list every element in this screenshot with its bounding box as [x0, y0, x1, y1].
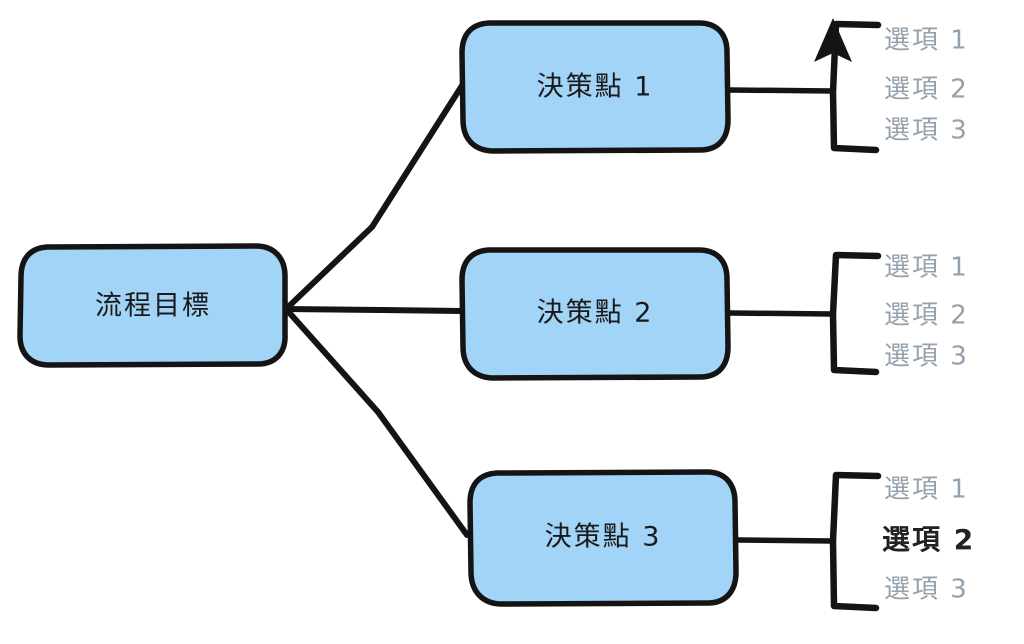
branch-1-bracket — [829, 20, 882, 154]
connector-root-to-branch-3 — [283, 306, 470, 538]
option-item[interactable]: 選項 2 — [884, 301, 969, 331]
branch-2-stem — [727, 310, 836, 317]
branch-2-node-shape — [459, 247, 731, 381]
root-node-shape — [17, 243, 288, 368]
option-item[interactable]: 選項 1 — [884, 475, 969, 505]
root-node[interactable]: 流程目標 — [17, 243, 288, 368]
branch-1-node-shape — [459, 20, 731, 154]
branch-3-node-label: 決策點 3 — [545, 522, 662, 553]
option-item[interactable]: 選項 1 — [884, 26, 969, 56]
branch-1-node-label: 決策點 1 — [537, 72, 654, 103]
branch-1-group: 決策點 1 選項 1 選項 2 選項 3 — [459, 18, 969, 154]
branch-3-node[interactable]: 決策點 3 — [467, 469, 739, 607]
branch-2-options: 選項 1 選項 2 選項 3 — [884, 253, 969, 372]
option-item[interactable]: 選項 3 — [884, 575, 969, 605]
option-item[interactable]: 選項 2 — [884, 75, 969, 105]
root-connectors — [283, 81, 470, 538]
branch-3-bracket — [829, 471, 882, 612]
branch-1-options: 選項 1 選項 2 選項 3 — [884, 26, 969, 146]
branch-1-arrow-icon — [814, 18, 852, 62]
branch-3-group: 決策點 3 選項 1 選項 2 選項 3 — [467, 469, 975, 612]
branch-3-stem — [735, 537, 836, 544]
branch-3-node-shape — [467, 469, 739, 607]
option-item[interactable]: 選項 1 — [884, 253, 969, 283]
branch-2-group: 決策點 2 選項 1 選項 2 選項 3 — [459, 247, 969, 381]
branch-2-node[interactable]: 決策點 2 — [459, 247, 731, 381]
branch-2-node-label: 決策點 2 — [537, 298, 654, 329]
branch-3-options: 選項 1 選項 2 選項 3 — [882, 475, 975, 605]
option-item-highlighted[interactable]: 選項 2 — [882, 523, 975, 556]
branch-1-node[interactable]: 決策點 1 — [459, 20, 731, 154]
option-item[interactable]: 選項 3 — [884, 342, 969, 372]
branch-1-stem — [727, 87, 836, 94]
connector-root-to-branch-2 — [283, 306, 465, 314]
connector-root-to-branch-1 — [283, 81, 466, 312]
branch-2-bracket — [829, 251, 882, 376]
option-item[interactable]: 選項 3 — [884, 116, 969, 146]
root-node-label: 流程目標 — [95, 291, 211, 322]
